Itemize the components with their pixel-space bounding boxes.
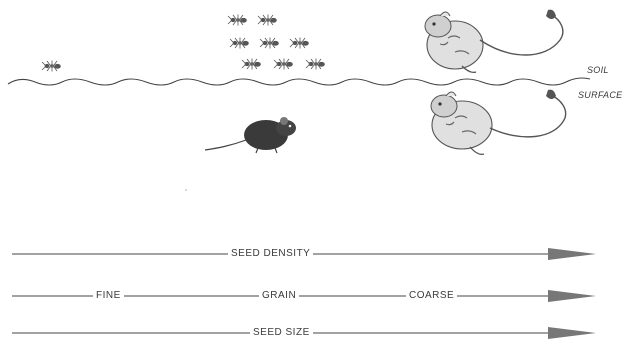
- ant-icon: [242, 59, 261, 70]
- ant-icon: [274, 59, 293, 70]
- arrowhead-icon: [548, 327, 596, 339]
- surface-label: SURFACE: [578, 91, 622, 100]
- ant-icon: [228, 15, 247, 26]
- ant-icon: [42, 61, 61, 72]
- ant-icon: [260, 38, 279, 49]
- arrowhead-icon: [548, 248, 596, 260]
- pocket-mouse-icon: [205, 117, 296, 153]
- kangaroo-rat-above-icon: [425, 10, 563, 73]
- kangaroo-rat-below-icon: [431, 90, 566, 155]
- ant-icon: [230, 38, 249, 49]
- seed-density-label: SEED DENSITY: [228, 249, 313, 259]
- ant-icon: [258, 15, 277, 26]
- fine-label: FINE: [93, 291, 124, 301]
- soil-surface-line: [8, 78, 590, 85]
- ant-icon: [290, 38, 309, 49]
- soil-label: SOIL: [587, 66, 609, 75]
- grain-label: GRAIN: [259, 291, 299, 301]
- ant-icon: [306, 59, 325, 70]
- arrowhead-icon: [548, 290, 596, 302]
- coarse-label: COARSE: [406, 291, 457, 301]
- seed-size-label: SEED SIZE: [250, 328, 313, 338]
